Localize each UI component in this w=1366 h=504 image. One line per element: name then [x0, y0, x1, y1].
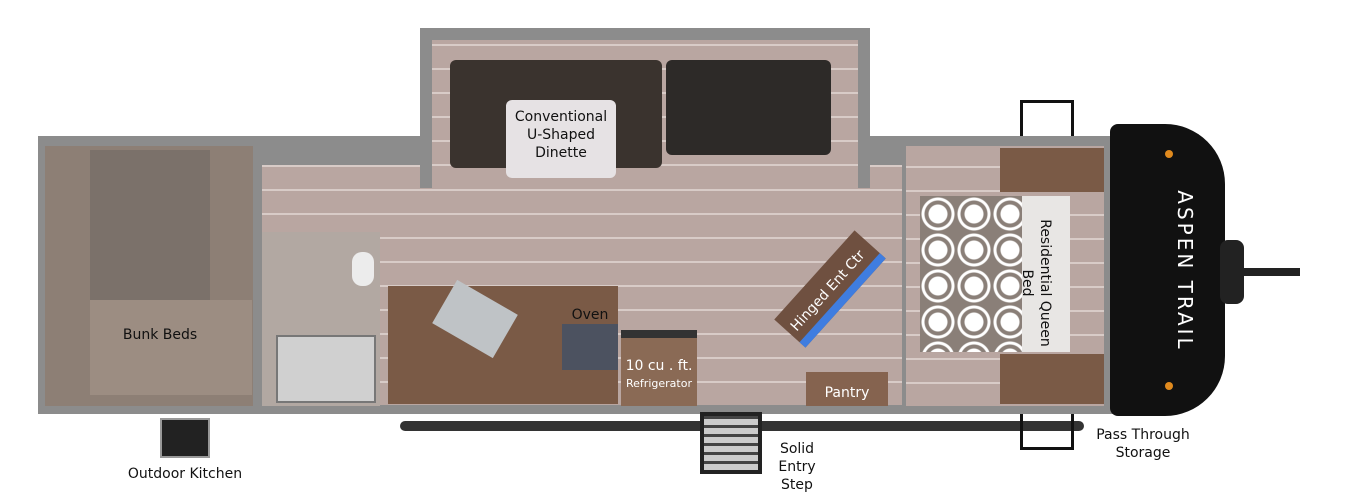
marker-light [1165, 382, 1173, 390]
oven-label: Oven [571, 307, 609, 323]
pantry-label: Pantry [824, 385, 870, 401]
entry-step-label: Solid Entry Step [778, 441, 816, 493]
bunk-beds-label: Bunk Beds [122, 327, 198, 343]
bunk-upper [90, 150, 210, 300]
brand-logo: ASPEN TRAIL [1173, 190, 1197, 352]
dinette-table [506, 100, 616, 178]
outdoor-kitchen-cooktop [160, 418, 210, 458]
storage-door-bottom [1020, 414, 1074, 450]
pantry [806, 372, 888, 406]
jack [1220, 240, 1244, 304]
refrigerator-label: Refrigerator [626, 377, 692, 390]
pillows [1022, 196, 1070, 352]
wardrobe [1000, 148, 1104, 192]
bed-label: Residential Queen Bed [1019, 219, 1053, 347]
pass-through-storage-label: Pass Through Storage [1096, 427, 1190, 461]
toilet [352, 252, 374, 286]
entry-step [700, 412, 762, 474]
dinette-label: Conventional U-Shaped Dinette [514, 109, 608, 161]
refrigerator-size-label: 10 cu . ft. [625, 358, 693, 374]
oven-stove [562, 324, 618, 370]
hitch [1225, 268, 1300, 276]
outdoor-kitchen-label: Outdoor Kitchen [127, 466, 243, 482]
shower [276, 335, 376, 403]
wardrobe-lower [1000, 354, 1104, 404]
sofa-right [666, 60, 831, 155]
front-cap [1110, 124, 1225, 416]
refrigerator [621, 330, 697, 406]
storage-door-top [1020, 100, 1074, 136]
marker-light [1165, 150, 1173, 158]
bunk-lower [90, 300, 252, 395]
